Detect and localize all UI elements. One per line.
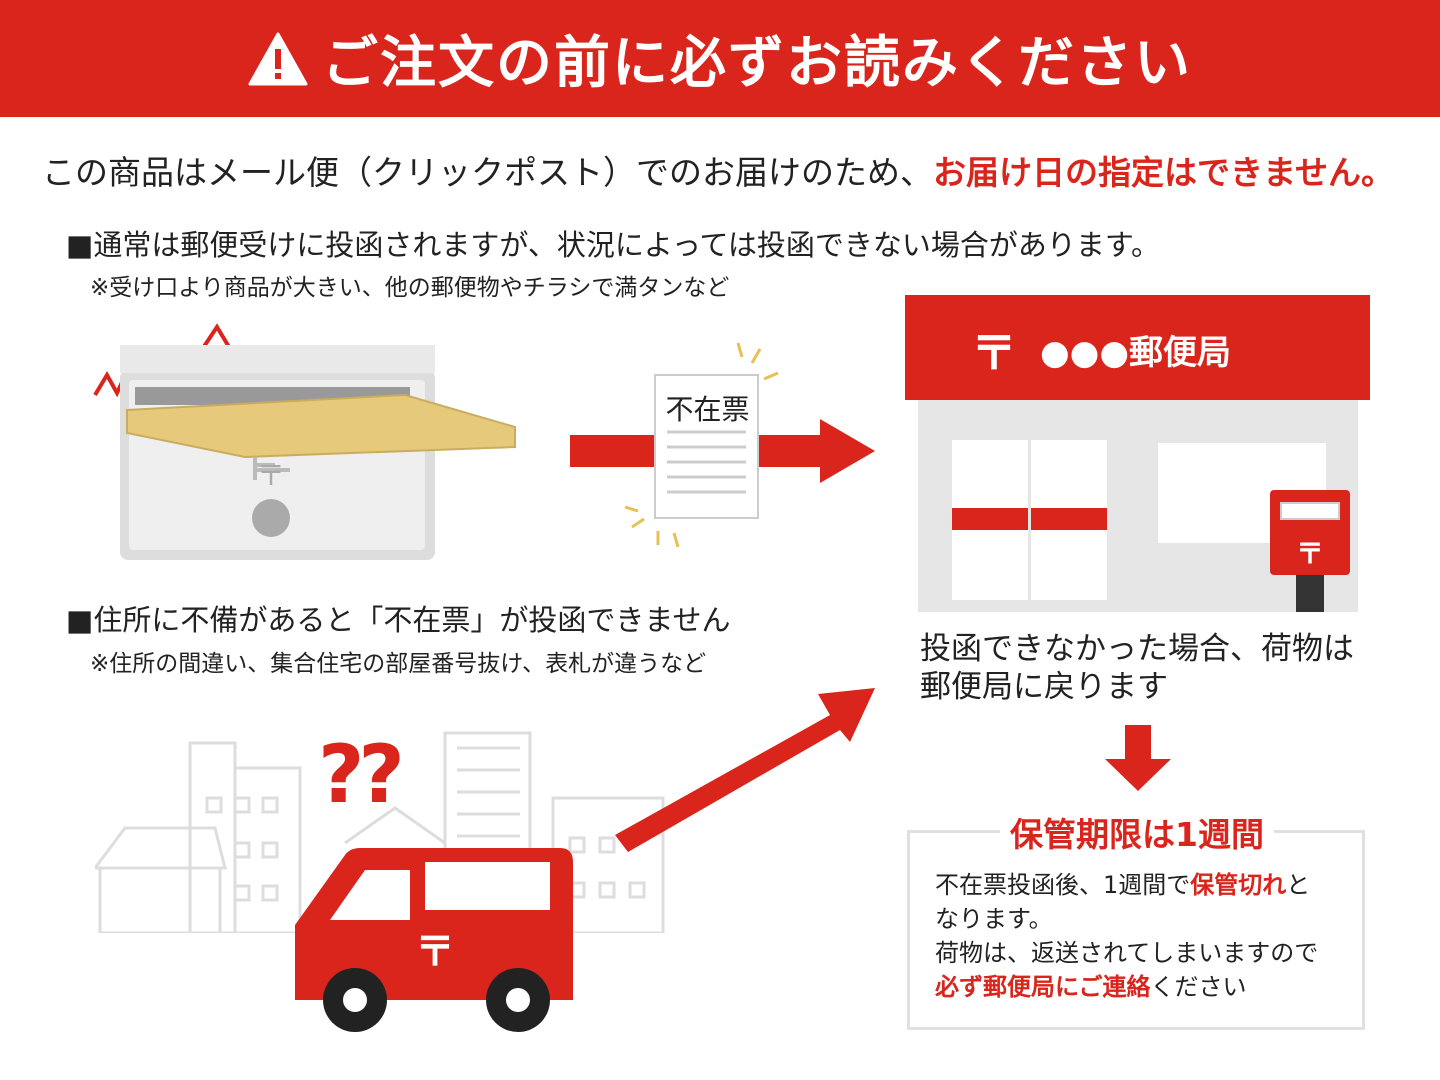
storage-line1-end: と xyxy=(1286,871,1311,899)
storage-line1: 不在票投函後、1週間で xyxy=(935,871,1191,899)
post-office-name: ●●●郵便局 xyxy=(1040,333,1232,373)
storage-line2: なります。 xyxy=(935,905,1053,933)
return-caption: 投函できなかった場合、荷物は郵便局に戻ります xyxy=(920,631,1354,705)
down-arrow-icon xyxy=(1105,725,1171,791)
section1-note: ※受け口より商品が大きい、他の郵便物やチラシで満タンなど xyxy=(90,275,730,301)
storage-body: 不在票投函後、1週間で保管切れと なります。 荷物は、返送されてしまいますので … xyxy=(935,868,1355,1004)
question-marks: ?? xyxy=(318,728,405,821)
page-title: ご注文の前に必ずお読みください xyxy=(322,31,1192,96)
post-office-sign: 〒 ●●●郵便局 xyxy=(905,295,1370,400)
post-office-building: 〒 xyxy=(918,395,1358,612)
postbox: 〒 xyxy=(1270,490,1350,575)
storage-line4-end: ください xyxy=(1150,973,1247,1001)
storage-line1-emphasis: 保管切れ xyxy=(1190,871,1287,899)
lead-plain: この商品はメール便（クリックポスト）でのお届けのため、 xyxy=(42,153,933,192)
storage-title: 保管期限は1週間 xyxy=(1000,808,1274,856)
section2-heading: ■住所に不備があると「不在票」が投函できません xyxy=(66,603,731,637)
storage-line4-emphasis: 必ず郵便局にご連絡 xyxy=(935,973,1151,1001)
arrow-to-post-office-2 xyxy=(615,688,875,852)
storage-line3: 荷物は、返送されてしまいますので xyxy=(935,939,1319,967)
post-office-door xyxy=(952,440,1107,600)
lead-text: この商品はメール便（クリックポスト）でのお届けのため、お届け日の指定はできません… xyxy=(42,146,1394,194)
postbox-mark-icon: 〒 xyxy=(1295,537,1324,570)
section1-heading: ■通常は郵便受けに投函されますが、状況によっては投函できない場合があります。 xyxy=(66,228,1161,262)
section2-note: ※住所の間違い、集合住宅の部屋番号抜け、表札が違うなど xyxy=(90,651,707,677)
mailbox-illustration: 〒 xyxy=(93,323,516,560)
post-mark-icon: 〒 xyxy=(257,459,285,492)
header-banner: ご注文の前に必ずお読みください xyxy=(0,0,1440,117)
van-mark-icon: 〒 xyxy=(415,929,455,975)
warning-icon xyxy=(248,32,308,85)
arrow-to-post-office xyxy=(570,342,875,548)
post-mark-icon: 〒 xyxy=(971,326,1017,380)
post-van: 〒 xyxy=(295,848,573,1032)
lead-emphasis: お届け日の指定はできません。 xyxy=(933,153,1395,192)
parcel xyxy=(126,393,516,459)
slip-label: 不在票 xyxy=(665,393,750,426)
